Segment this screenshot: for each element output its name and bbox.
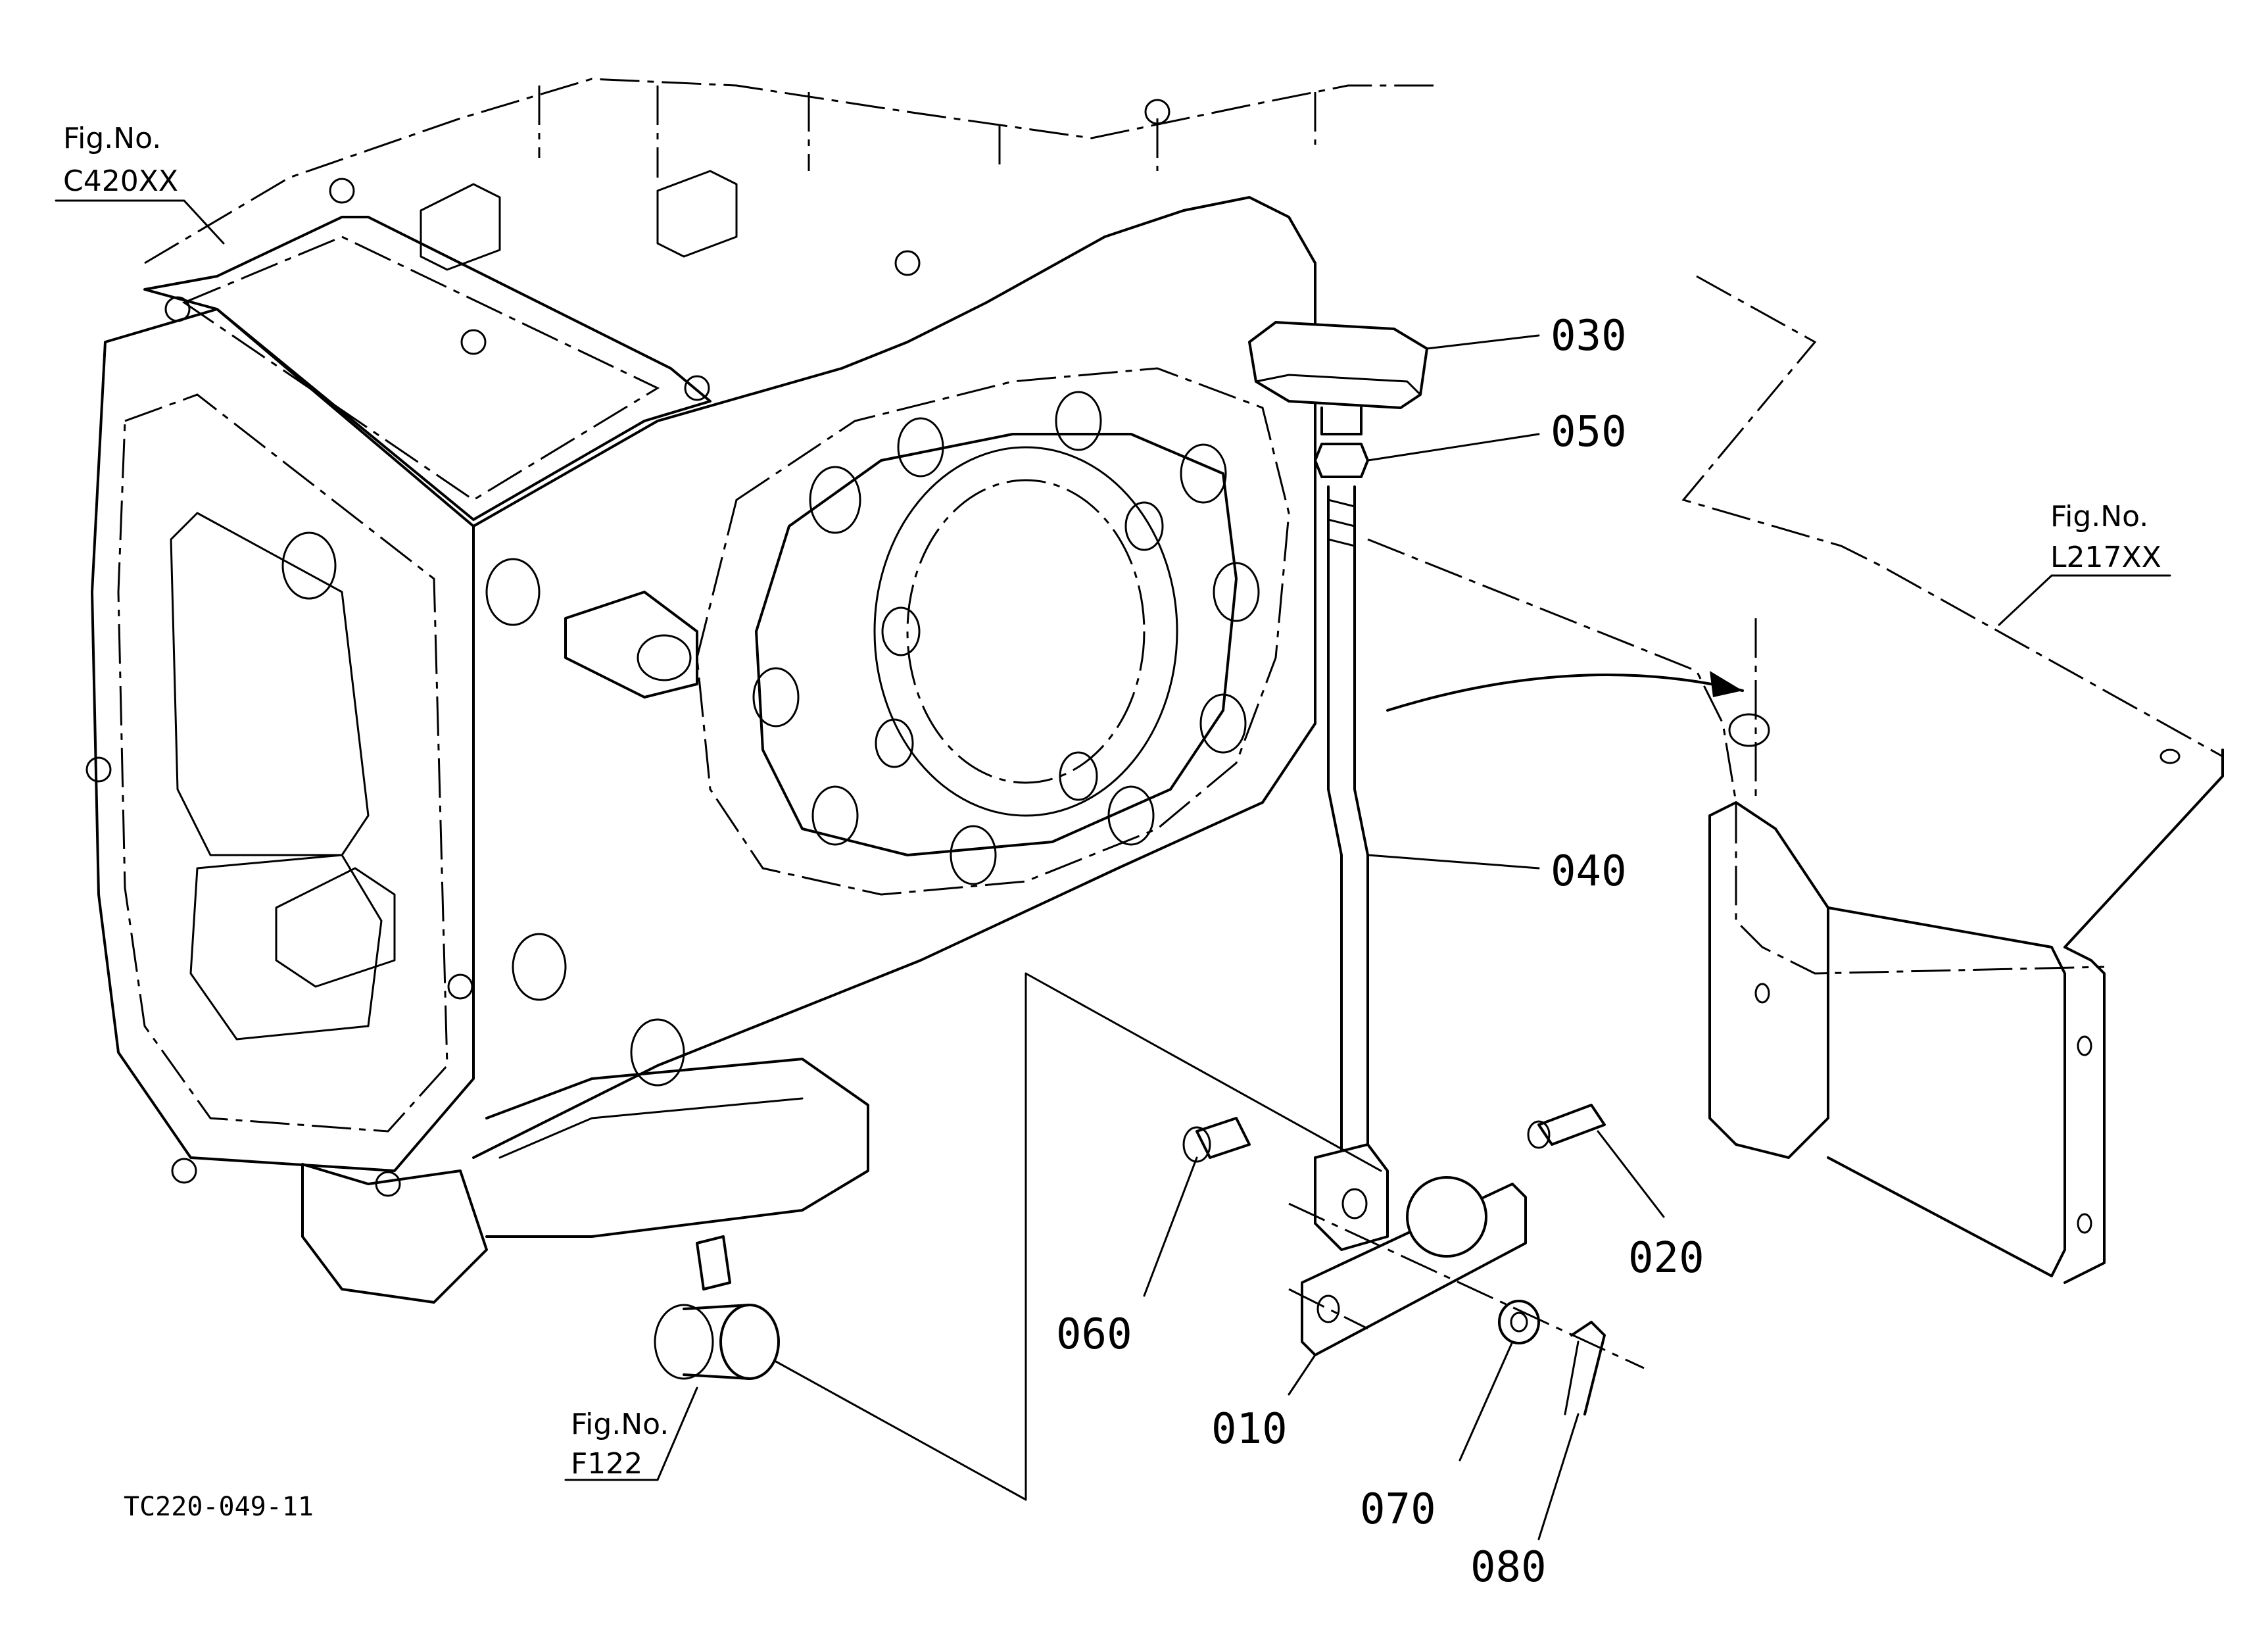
figure-ref-c420-line1: Fig.No. — [63, 122, 161, 155]
figure-ref-f122[interactable]: Fig.No. F122 — [571, 1408, 669, 1481]
part-number-010[interactable]: 010 — [1211, 1405, 1288, 1454]
part-number-030[interactable]: 030 — [1551, 312, 1627, 360]
figure-ref-l217-line2: L217XX — [2050, 541, 2161, 574]
part-number-050[interactable]: 050 — [1551, 408, 1627, 456]
figure-ref-c420[interactable]: Fig.No. C420XX — [63, 122, 178, 198]
lever-assembly — [775, 321, 1645, 1501]
part-number-020[interactable]: 020 — [1628, 1234, 1704, 1283]
transmission-housing — [85, 78, 1434, 1380]
cover-plate — [1367, 275, 2224, 1284]
bolt-holes — [752, 391, 1260, 885]
drawing-code: TC220-049-11 — [124, 1492, 314, 1522]
figure-ref-f122-line2: F122 — [571, 1447, 642, 1481]
part-callouts: 030 050 040 020 060 010 070 080 — [1056, 312, 1704, 1592]
figure-ref-c420-line2: C420XX — [63, 164, 178, 198]
part-number-060[interactable]: 060 — [1056, 1310, 1132, 1359]
figure-ref-l217-line1: Fig.No. — [2050, 500, 2148, 533]
figure-ref-f122-line1: Fig.No. — [571, 1408, 669, 1441]
part-number-040[interactable]: 040 — [1551, 847, 1627, 896]
leader-lines — [55, 199, 2171, 1540]
figure-ref-l217[interactable]: Fig.No. L217XX — [2050, 500, 2161, 574]
part-number-080[interactable]: 080 — [1470, 1543, 1547, 1592]
part-number-070[interactable]: 070 — [1360, 1485, 1436, 1534]
